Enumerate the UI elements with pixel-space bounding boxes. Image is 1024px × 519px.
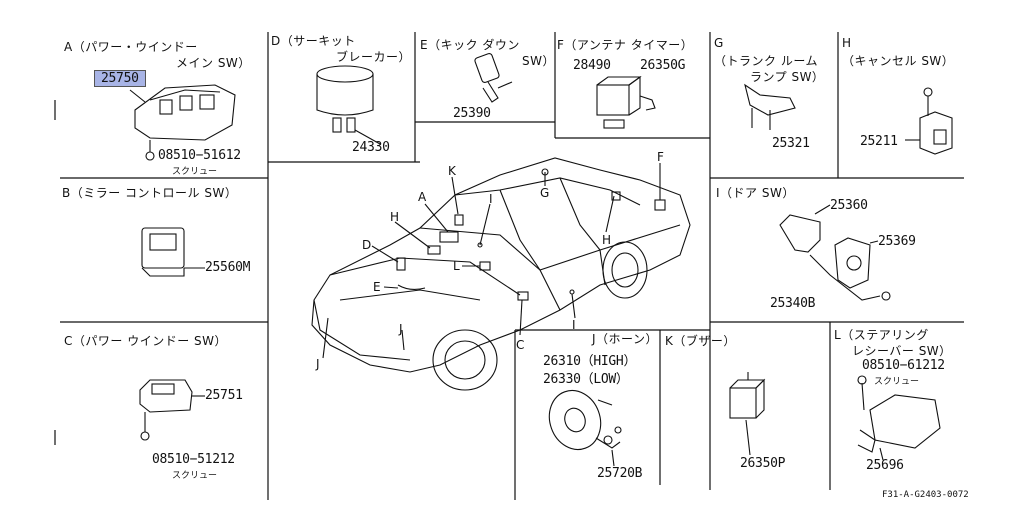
part-25211[interactable]: 25211 [860,134,898,149]
part-25340b[interactable]: 25340B [770,296,816,311]
part-08510-51212[interactable]: 08510−51212 [152,452,235,467]
section-h-header: H [842,36,852,50]
part-25696[interactable]: 25696 [866,458,904,473]
callout-i2: I [572,318,576,332]
section-j-header: J（ホーン） [592,332,658,346]
callout-f: F [657,150,664,164]
part-26310-high[interactable]: 26310（HIGH） [543,354,637,369]
section-l-header: L（ステアリング [834,328,929,342]
section-b-header: B（ミラー コントロール SW） [62,186,238,200]
part-25369[interactable]: 25369 [878,234,916,249]
section-l-header-2: レシーバー SW） [852,344,952,358]
screw-label-a: スクリュー [172,167,218,177]
section-h-name: （キャンセル SW） [842,54,955,68]
diagram-code: F31-A-G2403-0072 [882,490,969,500]
section-e-header-2: SW） [522,54,555,68]
part-25720b[interactable]: 25720B [597,466,643,481]
part-26350g[interactable]: 26350G [640,58,686,73]
part-25751[interactable]: 25751 [205,388,243,403]
callout-a: A [418,190,427,204]
part-25321[interactable]: 25321 [772,136,810,151]
screw-label-l: スクリュー [874,377,920,387]
callout-i: I [489,192,493,206]
section-c-header: C（パワー ウインドー SW） [64,334,228,348]
section-g-header: G [714,36,724,50]
part-25360[interactable]: 25360 [830,198,868,213]
callout-c: C [516,338,525,352]
section-k-header: K（ブザー） [665,334,736,348]
part-25390[interactable]: 25390 [453,106,491,121]
section-g-name-2: ランプ SW） [750,70,825,84]
screw-label-c: スクリュー [172,471,218,481]
part-25750-highlighted[interactable]: 25750 [94,70,146,87]
callout-h2: H [602,233,612,247]
section-d-header: D（サーキット [271,34,356,48]
part-08510-51612[interactable]: 08510−51612 [158,148,241,163]
callout-j: J [316,357,320,371]
section-a-header-2: メイン SW） [176,56,251,70]
section-g-name: （トランク ルーム [714,54,818,68]
section-d-header-2: ブレーカー） [336,50,412,64]
section-e-header: E（キック ダウン [420,38,520,52]
callout-e: E [373,280,381,294]
part-26350p[interactable]: 26350P [740,456,786,471]
callout-j2: J [399,322,403,336]
section-a-header: A（パワー・ウインドー [64,40,198,54]
part-25560m[interactable]: 25560M [205,260,251,275]
callout-l: L [453,259,460,273]
part-24330[interactable]: 24330 [352,140,390,155]
callout-k: K [448,164,456,178]
section-f-header: F（アンテナ タイマー） [557,38,694,52]
part-28490[interactable]: 28490 [573,58,611,73]
section-i-header: I（ドア SW） [716,186,795,200]
part-08510-61212[interactable]: 08510−61212 [862,358,945,373]
callout-g: G [540,186,550,200]
callout-h: H [390,210,400,224]
callout-d: D [362,238,372,252]
part-26330-low[interactable]: 26330（LOW） [543,372,629,387]
